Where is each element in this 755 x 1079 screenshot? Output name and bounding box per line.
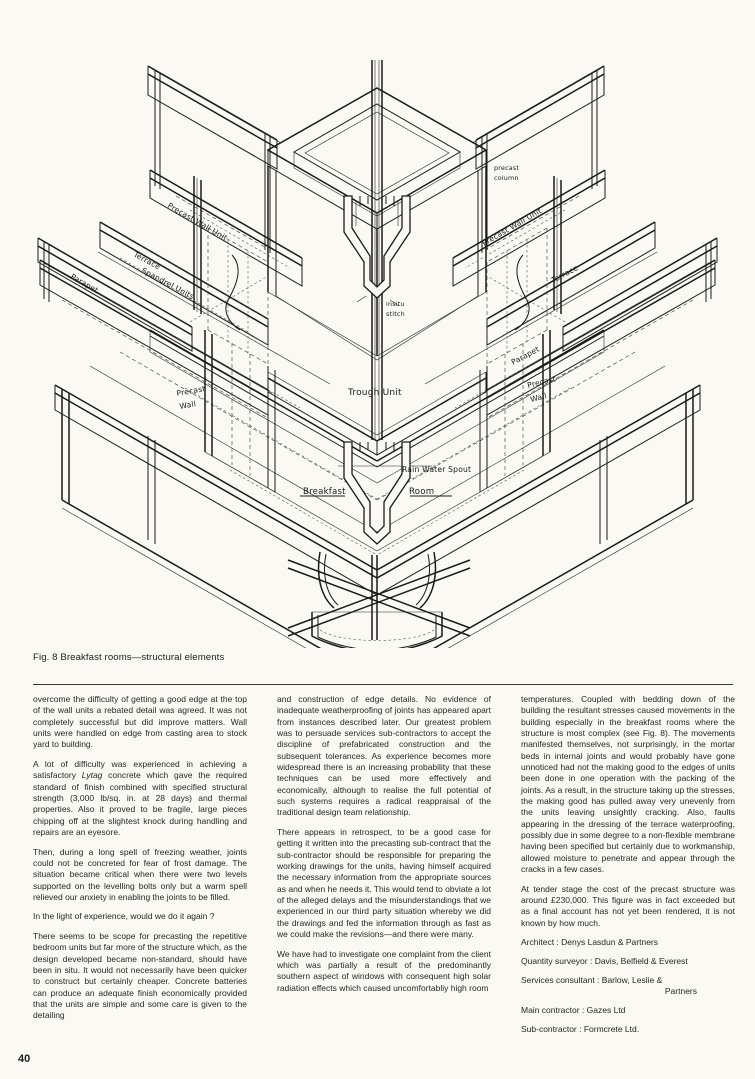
label-room: Room (409, 487, 434, 497)
label-precast-column-line1: precast (494, 164, 519, 172)
text-column-1: overcome the difficulty of getting a goo… (33, 694, 247, 1066)
left-precast-wall-unit (149, 169, 303, 287)
paragraph: overcome the difficulty of getting a goo… (33, 694, 247, 750)
paragraph: temperatures. Coupled with bedding down … (521, 694, 735, 875)
body-text-columns: overcome the difficulty of getting a goo… (33, 694, 735, 1066)
upper-left-beam (147, 65, 282, 170)
page-number: 40 (18, 1053, 31, 1065)
label-insitu-line1: insitu (386, 300, 405, 308)
paragraph: We have had to investigate one complaint… (277, 948, 491, 993)
rain-water-spout-lower (343, 441, 411, 545)
leader-lines (225, 254, 530, 331)
label-precast-wall-left-line2: Wall (179, 399, 197, 411)
credit-architect: Architect : Denys Lasdun & Partners (521, 937, 659, 948)
breakfast-room-beams (61, 499, 694, 648)
credit-main-contractor: Main contractor : Gazes Ltd (521, 1005, 626, 1016)
paragraph: At tender stage the cost of the precast … (521, 883, 735, 928)
breakfast-room-label-rules (300, 465, 452, 497)
figure-caption: Fig. 8 Breakfast rooms—structural elemen… (33, 652, 225, 663)
precast-column-right (553, 176, 562, 314)
paragraph-question: In the light of experience, would we do … (33, 911, 215, 922)
credit-services-consultant: Services consultant : Barlow, Leslie & (521, 974, 663, 985)
precast-column-left (193, 176, 202, 314)
label-rain-water-spout: Rain Water Spout (402, 465, 471, 474)
credit-sub-contractor: Sub-contractor : Formcrete Ltd. (521, 1023, 640, 1034)
central-column (371, 60, 383, 440)
outer-verticals (61, 389, 694, 544)
label-breakfast: Breakfast (303, 487, 346, 497)
label-stitch-line2: stitch (386, 310, 405, 318)
left-hidden-panel (207, 227, 269, 365)
right-parapet (562, 237, 718, 352)
drawing-linework (37, 60, 718, 648)
label-trough-unit: Trough Unit (347, 388, 402, 398)
upper-right-beam (471, 65, 605, 253)
right-precast-wall-unit (452, 169, 606, 287)
paragraph-part-pre: A lot of difficulty was experienced in a… (33, 758, 247, 781)
mid-left-wall-panels (204, 330, 276, 493)
paragraph: and construction of edge details. No evi… (277, 694, 491, 818)
right-hidden-panel (486, 227, 548, 365)
credit-quantity-surveyor: Quantity surveyor : Davis, Belfield & Ev… (521, 955, 688, 966)
bottom-gutter-hopper (287, 551, 471, 648)
label-precast-column-line2: column (494, 174, 519, 182)
project-credits: Architect : Denys Lasdun & Partners Quan… (521, 937, 735, 1035)
paragraph-lytag: A lot of difficulty was experienced in a… (33, 759, 247, 838)
text-column-3: temperatures. Coupled with bedding down … (521, 694, 735, 1066)
upper-left-posts (154, 70, 271, 253)
paragraph-part-post: concrete which gave the required standar… (33, 770, 247, 837)
paragraph: There appears in retrospect, to be a goo… (277, 826, 491, 940)
paragraph: There seems to be scope for precasting t… (33, 930, 247, 1021)
paragraph: Then, during a long spell of freezing we… (33, 846, 247, 902)
mid-right-wall-panels (479, 330, 551, 493)
horizontal-divider-rule (33, 684, 733, 685)
left-spandrel-plane (99, 221, 269, 346)
credit-services-consultant-continuation: Partners (664, 986, 697, 997)
label-precast-wall-right-line2: Wall (529, 391, 547, 404)
italic-lytag: Lytag (81, 770, 103, 781)
upper-funnel-spout (343, 195, 411, 299)
left-parapet (37, 237, 193, 352)
text-column-2: and construction of edge details. No evi… (277, 694, 491, 1066)
